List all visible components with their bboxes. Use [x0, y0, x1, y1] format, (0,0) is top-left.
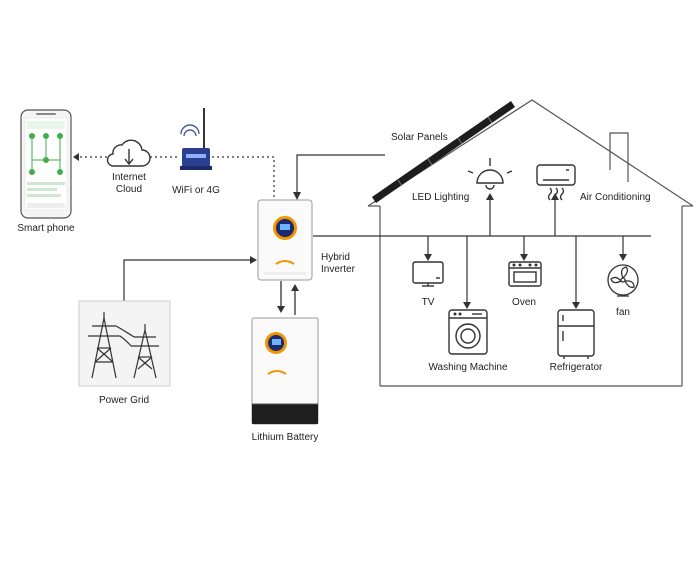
- air-conditioner-icon: [536, 164, 576, 201]
- power-tower-icon: [78, 300, 171, 387]
- washing-machine-label: Washing Machine: [428, 362, 508, 373]
- cloud-download-icon: [106, 139, 151, 167]
- grid-to-inverter-line: [123, 256, 257, 301]
- fan-label: fan: [616, 307, 630, 318]
- battery-icon: [251, 317, 319, 425]
- air-conditioning-label: Air Conditioning: [580, 192, 651, 203]
- solar-panel-icon: [372, 101, 515, 203]
- refrigerator-icon: [557, 309, 595, 359]
- oven-label: Oven: [512, 297, 536, 308]
- tv-label: TV: [421, 297, 435, 308]
- internet-cloud-label-line1: Internet: [112, 172, 146, 183]
- tv-icon: [412, 261, 444, 287]
- hybrid-inverter-label-line2: Inverter: [321, 264, 355, 275]
- smart-phone-label: Smart phone: [17, 223, 75, 234]
- bus-arrows: [424, 193, 627, 309]
- solar-panels-label: Solar Panels: [391, 132, 448, 143]
- oven-icon: [508, 261, 542, 287]
- lithium-battery-label: Lithium Battery: [251, 432, 319, 443]
- inverter-icon: [257, 199, 313, 281]
- arrow-to-phone: [73, 153, 79, 161]
- solar-to-inverter-line: [293, 154, 385, 200]
- inverter-battery-arrows: [277, 281, 299, 315]
- house-bus-line: [313, 197, 651, 303]
- wifi-router-icon: [180, 108, 212, 170]
- hybrid-inverter-label-line1: Hybrid: [321, 252, 350, 263]
- led-lighting-label: LED Lighting: [412, 192, 470, 203]
- ceiling-light-icon: [467, 158, 513, 190]
- power-grid-label: Power Grid: [98, 395, 150, 406]
- communication-line: [80, 156, 275, 197]
- refrigerator-label: Refrigerator: [549, 362, 603, 373]
- internet-cloud-label-line2: Cloud: [115, 184, 143, 195]
- smartphone-icon: [20, 109, 72, 219]
- wifi-label: WiFi or 4G: [172, 185, 220, 196]
- washing-machine-icon: [448, 309, 488, 355]
- fan-icon: [607, 264, 639, 297]
